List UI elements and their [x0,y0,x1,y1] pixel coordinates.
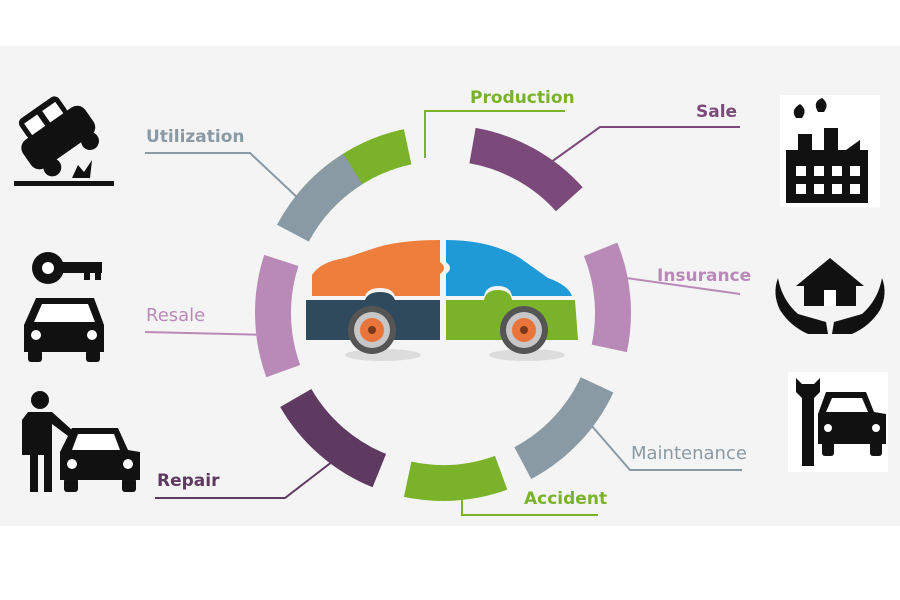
leader-lines [144,110,742,516]
car-puzzle [306,240,578,361]
puzzle-piece-orange [312,240,444,296]
label-sale: Sale [696,102,738,122]
person-with-car-icon [22,391,140,492]
label-insurance: Insurance [657,266,752,286]
ring-segment-sale [469,127,583,212]
leader-utilization [145,152,301,201]
label-repair: Repair [157,471,220,491]
factory-icon [780,95,880,207]
ring-segment-resale [255,254,301,378]
wheel-rear [500,306,548,354]
leader-insurance [611,275,741,295]
label-production: Production [470,88,575,108]
label-resale: Resale [146,305,206,326]
label-accident: Accident [524,489,608,509]
leader-sale [539,126,740,171]
lifecycle-ring [255,127,631,501]
ring-segment-utilization [277,153,363,242]
wrench-car-icon [788,372,888,472]
ring-segment-repair [280,389,387,488]
ring-segment-insurance [583,242,631,353]
leader-accident [461,470,598,516]
ring-segment-maintenance [514,377,614,479]
label-utilization: Utilization [146,127,245,147]
leader-resale [144,331,273,336]
ring-segment-accident [403,455,508,501]
leader-repair [155,447,351,499]
leader-production [424,110,565,158]
hands-house-icon [775,258,885,334]
overturned-car-icon [14,96,114,186]
wheel-front [348,306,396,354]
puzzle-piece-blue [446,240,572,296]
label-maintenance: Maintenance [631,443,747,464]
leader-maintenance [577,409,742,471]
car-key-icon [24,252,104,362]
